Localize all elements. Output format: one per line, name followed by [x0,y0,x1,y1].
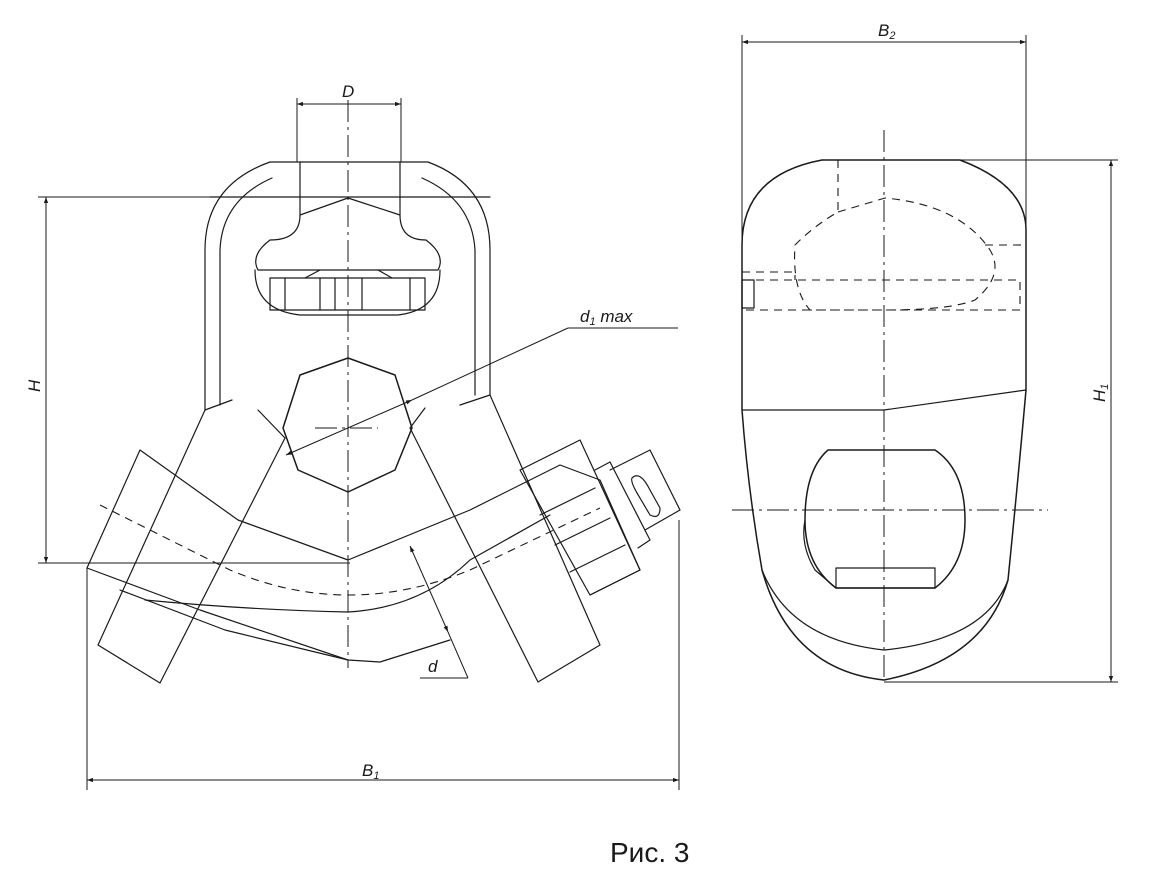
dimension-d: d [409,545,469,679]
side-view: B2 H1 [732,21,1118,683]
label-B2: B2 [878,21,895,42]
dimension-B2: B2 [741,21,1027,245]
dimension-B1: B1 [86,520,680,790]
right-strap [409,394,601,683]
figure-caption: Рис. 3 [610,837,689,868]
dimension-D: D [296,82,402,162]
conductor [86,449,641,663]
bolt-assembly [519,439,681,596]
label-d1-max: d1 max [580,307,633,328]
label-H: H [25,379,44,392]
label-H1: H1 [1090,384,1111,402]
front-view: D H d1 max d B1 [25,82,681,790]
label-d: d [428,657,438,676]
dimension-H1: H1 [884,159,1118,683]
dimension-H: H [25,196,350,564]
left-strap [97,399,286,684]
label-D: D [342,82,354,101]
hidden-cavity [741,160,1026,311]
label-B1: B1 [362,761,379,782]
dimension-d1-max: d1 max [285,307,678,456]
side-eye [803,449,966,589]
